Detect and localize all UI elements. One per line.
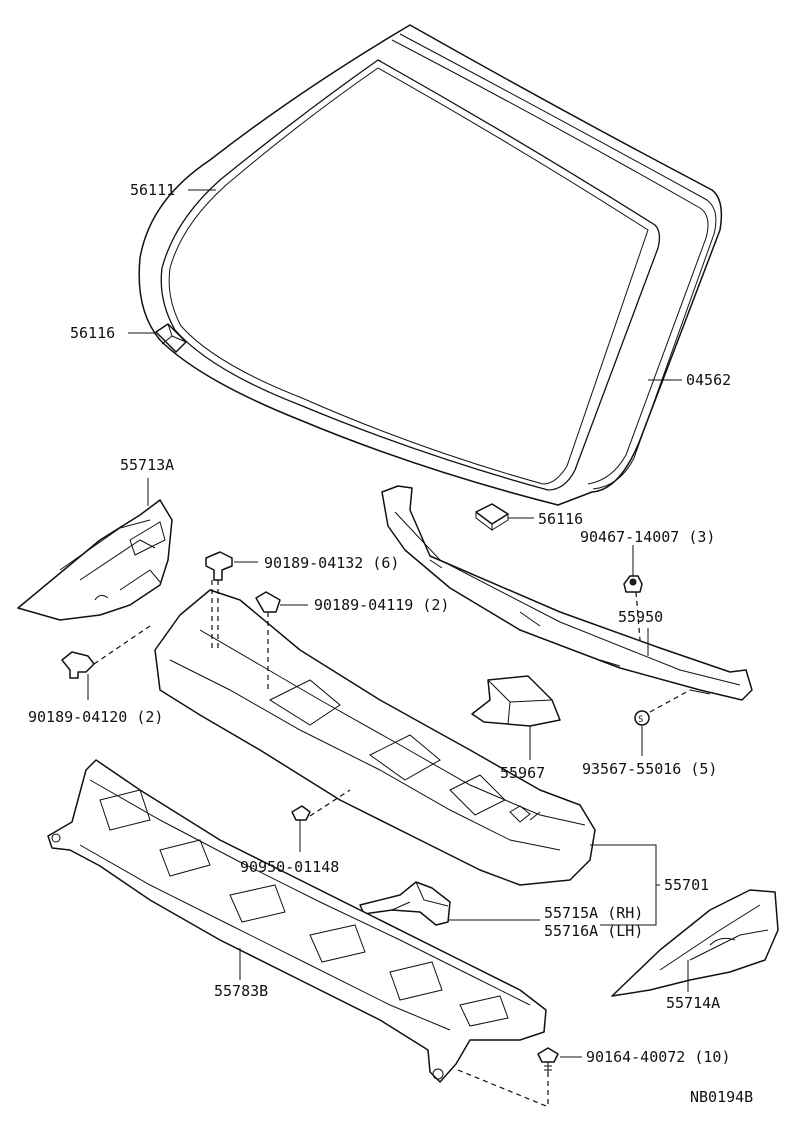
label-clip-mid: 90189-04119 (2) bbox=[314, 596, 449, 614]
label-screw: 90950-01148 bbox=[240, 858, 339, 876]
label-side-panel-left: 55713A bbox=[120, 456, 174, 474]
spacer-bottom[interactable] bbox=[475, 503, 509, 531]
cowl-side-panel-right[interactable] bbox=[611, 889, 779, 997]
clip-left[interactable] bbox=[61, 651, 95, 679]
windshield-moulding[interactable] bbox=[391, 33, 717, 490]
label-louver: 55783B bbox=[214, 982, 268, 1000]
label-screw-bottom: 90164-40072 (10) bbox=[586, 1048, 731, 1066]
leader-lines bbox=[87, 189, 689, 1058]
screw-bottom[interactable] bbox=[537, 1047, 559, 1072]
duct[interactable] bbox=[471, 675, 561, 727]
label-windshield-glass: 56111 bbox=[130, 181, 175, 199]
label-cowl-panel: 55701 bbox=[664, 876, 709, 894]
bracket[interactable] bbox=[359, 881, 451, 926]
label-clip-top: 90189-04132 (6) bbox=[264, 554, 399, 572]
label-bracket-lh: 55716A (LH) bbox=[544, 922, 643, 940]
windshield-glass[interactable] bbox=[138, 24, 723, 506]
dashed-guides bbox=[93, 580, 691, 1108]
label-nut: 93567-55016 (5) bbox=[582, 760, 717, 778]
svg-text:S: S bbox=[638, 715, 643, 725]
label-spacer-left: 56116 bbox=[70, 324, 115, 342]
nut[interactable]: S bbox=[634, 710, 650, 726]
cowl-louver[interactable] bbox=[47, 759, 547, 1083]
part-labels: 56111 56116 04562 55713A 56116 90467-140… bbox=[28, 181, 753, 1106]
label-spacer-bottom: 56116 bbox=[538, 510, 583, 528]
label-duct: 55967 bbox=[500, 764, 545, 782]
diagram-id: NB0194B bbox=[690, 1088, 753, 1106]
spacer-left[interactable] bbox=[155, 323, 187, 353]
label-bracket-rh: 55715A (RH) bbox=[544, 904, 643, 922]
label-cowl-seal: 55950 bbox=[618, 608, 663, 626]
clip-right[interactable] bbox=[623, 575, 643, 593]
cowl-side-panel-left[interactable] bbox=[17, 499, 173, 621]
label-moulding: 04562 bbox=[686, 371, 731, 389]
label-side-panel-right: 55714A bbox=[666, 994, 720, 1012]
clip-mid[interactable] bbox=[255, 591, 281, 613]
label-clip-right: 90467-14007 (3) bbox=[580, 528, 715, 546]
screw-mid[interactable] bbox=[291, 805, 311, 828]
label-clip-left: 90189-04120 (2) bbox=[28, 708, 163, 726]
cowl-seal-rail[interactable] bbox=[381, 485, 753, 701]
clip-top[interactable] bbox=[205, 551, 233, 581]
